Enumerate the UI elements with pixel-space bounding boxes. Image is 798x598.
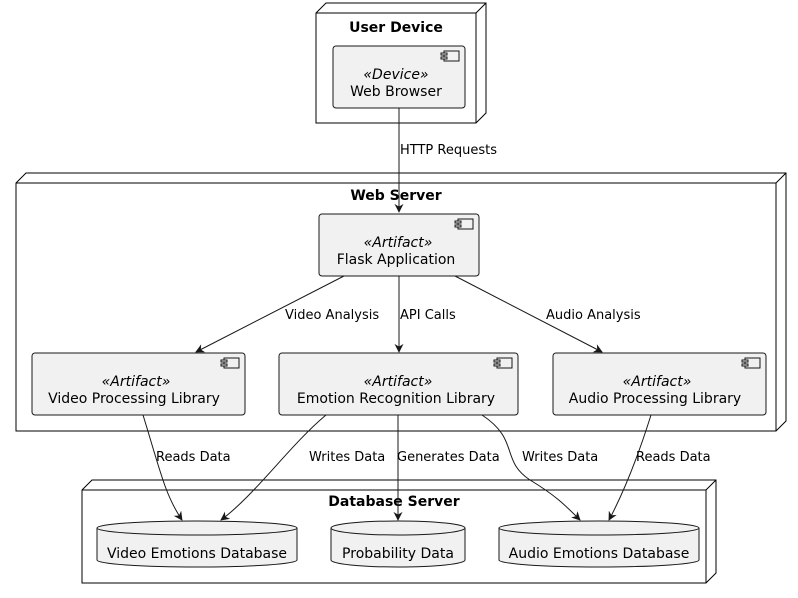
component-icon [454, 218, 474, 230]
component-icon [493, 357, 513, 369]
edge-audio-reads-data: Reads Data [608, 414, 711, 521]
edge-emotion-writes-video: Writes Data [220, 414, 385, 521]
database-audio-emotions: Audio Emotions Database [498, 520, 700, 568]
database-video-emotions: Video Emotions Database [96, 520, 298, 568]
component-video-processing-library: «Artifact» Video Processing Library [31, 352, 246, 416]
component-stereotype: «Artifact» [364, 374, 433, 390]
component-stereotype: «Artifact» [623, 374, 692, 390]
edge-label: Writes Data [522, 450, 598, 465]
node-title-user-device: User Device [349, 20, 443, 36]
edge-label: HTTP Requests [400, 143, 497, 158]
component-audio-processing-library: «Artifact» Audio Processing Library [552, 352, 767, 416]
component-icon [440, 50, 460, 62]
component-name: Audio Processing Library [569, 391, 741, 407]
edge-api-calls: API Calls [394, 276, 456, 353]
component-name: Flask Application [337, 252, 456, 268]
edge-label: API Calls [400, 308, 456, 323]
edge-http-requests: HTTP Requests [394, 108, 497, 213]
component-name: Emotion Recognition Library [297, 391, 495, 407]
component-name: Web Browser [350, 84, 442, 100]
database-name: Probability Data [342, 546, 454, 562]
edge-label: Reads Data [636, 450, 711, 465]
component-name: Video Processing Library [48, 391, 220, 407]
edge-label: Generates Data [397, 450, 500, 465]
edge-emotion-generates-data: Generates Data [393, 415, 500, 521]
edge-label: Writes Data [309, 450, 385, 465]
edge-audio-analysis: Audio Analysis [454, 275, 641, 353]
edge-video-analysis: Video Analysis [195, 275, 379, 353]
component-emotion-recognition-library: «Artifact» Emotion Recognition Library [278, 352, 519, 416]
edge-label: Audio Analysis [546, 308, 641, 323]
component-stereotype: «Device» [363, 67, 428, 83]
database-probability-data: Probability Data [330, 520, 466, 568]
component-flask-application: «Artifact» Flask Application [318, 213, 480, 277]
component-stereotype: «Artifact» [102, 374, 171, 390]
edge-video-reads-data: Reads Data [142, 414, 231, 521]
component-icon [220, 357, 240, 369]
edge-emotion-writes-audio: Writes Data [481, 414, 598, 521]
edge-label: Video Analysis [285, 308, 379, 323]
database-name: Audio Emotions Database [509, 546, 690, 562]
component-stereotype: «Artifact» [364, 235, 433, 251]
database-name: Video Emotions Database [107, 546, 287, 562]
component-icon [741, 357, 761, 369]
edge-label: Reads Data [156, 450, 231, 465]
component-web-browser: «Device» Web Browser [332, 45, 466, 109]
node-title-database-server: Database Server [328, 494, 459, 510]
node-title-web-server: Web Server [350, 188, 441, 204]
